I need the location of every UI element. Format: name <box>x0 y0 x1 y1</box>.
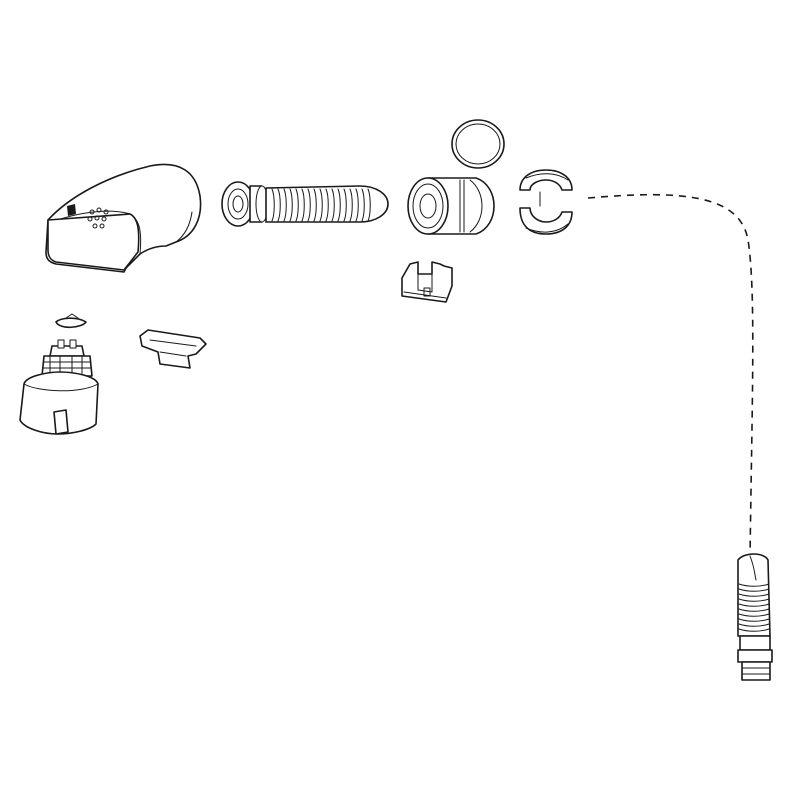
spring-coil <box>337 188 341 222</box>
spray-button-icon <box>67 204 76 216</box>
spring-coil <box>283 188 287 222</box>
cartridge-valve <box>19 339 99 435</box>
hose-coil <box>738 608 770 612</box>
spring-coil <box>349 188 353 222</box>
spring-coil <box>343 188 347 222</box>
hose-coil <box>738 613 770 617</box>
spring-coil <box>325 188 329 222</box>
spring-coil <box>331 188 335 222</box>
quick-connect-body <box>407 177 495 235</box>
hose-coil <box>738 593 770 597</box>
hose-coil <box>738 618 770 622</box>
spray-nozzle-dots-icon <box>87 207 109 229</box>
spray-head <box>45 163 202 273</box>
spring-coil <box>271 188 275 222</box>
spring-coils <box>271 188 371 222</box>
hose-coil <box>738 623 770 627</box>
hose-connector-spring <box>221 181 389 227</box>
spray-insert <box>139 329 207 369</box>
hose-path-dashed-line <box>587 193 754 561</box>
hose-end-fitting <box>737 553 773 681</box>
spring-coil <box>367 188 371 222</box>
hose-coil <box>738 603 770 607</box>
hose-coils <box>738 583 770 632</box>
spring-coil <box>307 188 311 222</box>
split-collar <box>519 169 573 235</box>
hose-coil <box>738 588 770 592</box>
spring-coil <box>361 188 365 222</box>
gasket <box>55 313 87 329</box>
spring-coil <box>295 188 299 222</box>
o-ring <box>451 119 505 169</box>
spring-coil <box>319 188 323 222</box>
spring-coil <box>289 188 293 222</box>
spring-coil <box>277 188 281 222</box>
hose-coil <box>738 583 770 587</box>
hose-coil <box>738 598 770 602</box>
spring-coil <box>313 188 317 222</box>
spring-coil <box>301 188 305 222</box>
retaining-clip <box>401 261 453 303</box>
hose-coil <box>738 628 770 632</box>
spring-coil <box>355 188 359 222</box>
